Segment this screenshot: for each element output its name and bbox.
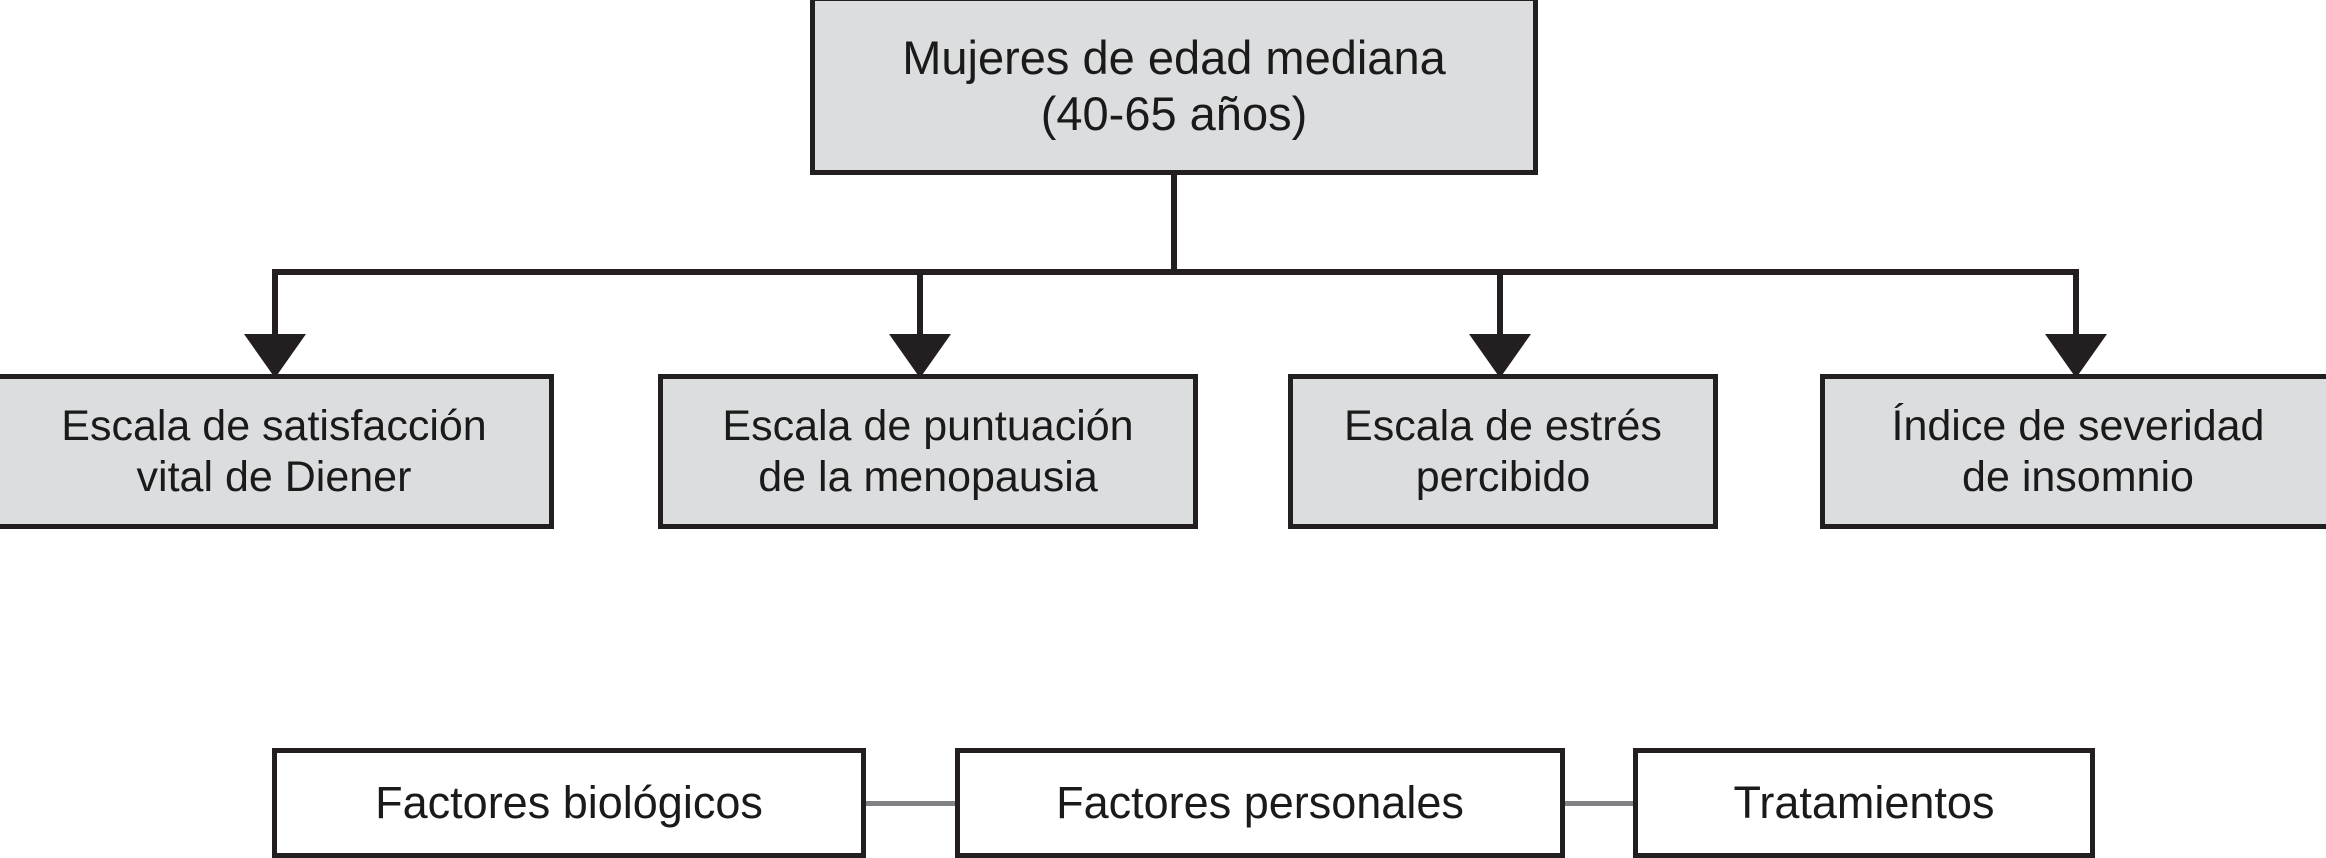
connector-drop-1 xyxy=(272,269,278,347)
node-mujeres-edad-mediana: Mujeres de edad mediana (40-65 años) xyxy=(810,0,1538,175)
connector-drop-3 xyxy=(1497,269,1503,347)
connector-trunk-vertical xyxy=(1171,175,1177,275)
arrowhead-down-icon-3 xyxy=(1469,334,1531,378)
node-tratamientos: Tratamientos xyxy=(1633,748,2095,858)
node-escala-estres-percibido: Escala de estrés percibido xyxy=(1288,374,1718,529)
arrowhead-down-icon-2 xyxy=(889,334,951,378)
connector-horizontal-bus xyxy=(272,269,2079,275)
node-factores-personales: Factores personales xyxy=(955,748,1565,858)
node-factores-biologicos: Factores biológicos xyxy=(272,748,866,858)
arrowhead-down-icon-1 xyxy=(244,334,306,378)
connector-drop-2 xyxy=(917,269,923,347)
arrowhead-down-icon-4 xyxy=(2045,334,2107,378)
connector-drop-4 xyxy=(2073,269,2079,347)
connector-personales-tratamientos xyxy=(1565,801,1635,806)
node-escala-satisfaccion-vital-diener: Escala de satisfacción vital de Diener xyxy=(0,374,554,529)
node-indice-severidad-insomnio: Índice de severidad de insomnio xyxy=(1820,374,2326,529)
connector-biologicos-personales xyxy=(866,801,957,806)
node-escala-puntuacion-menopausia: Escala de puntuación de la menopausia xyxy=(658,374,1198,529)
